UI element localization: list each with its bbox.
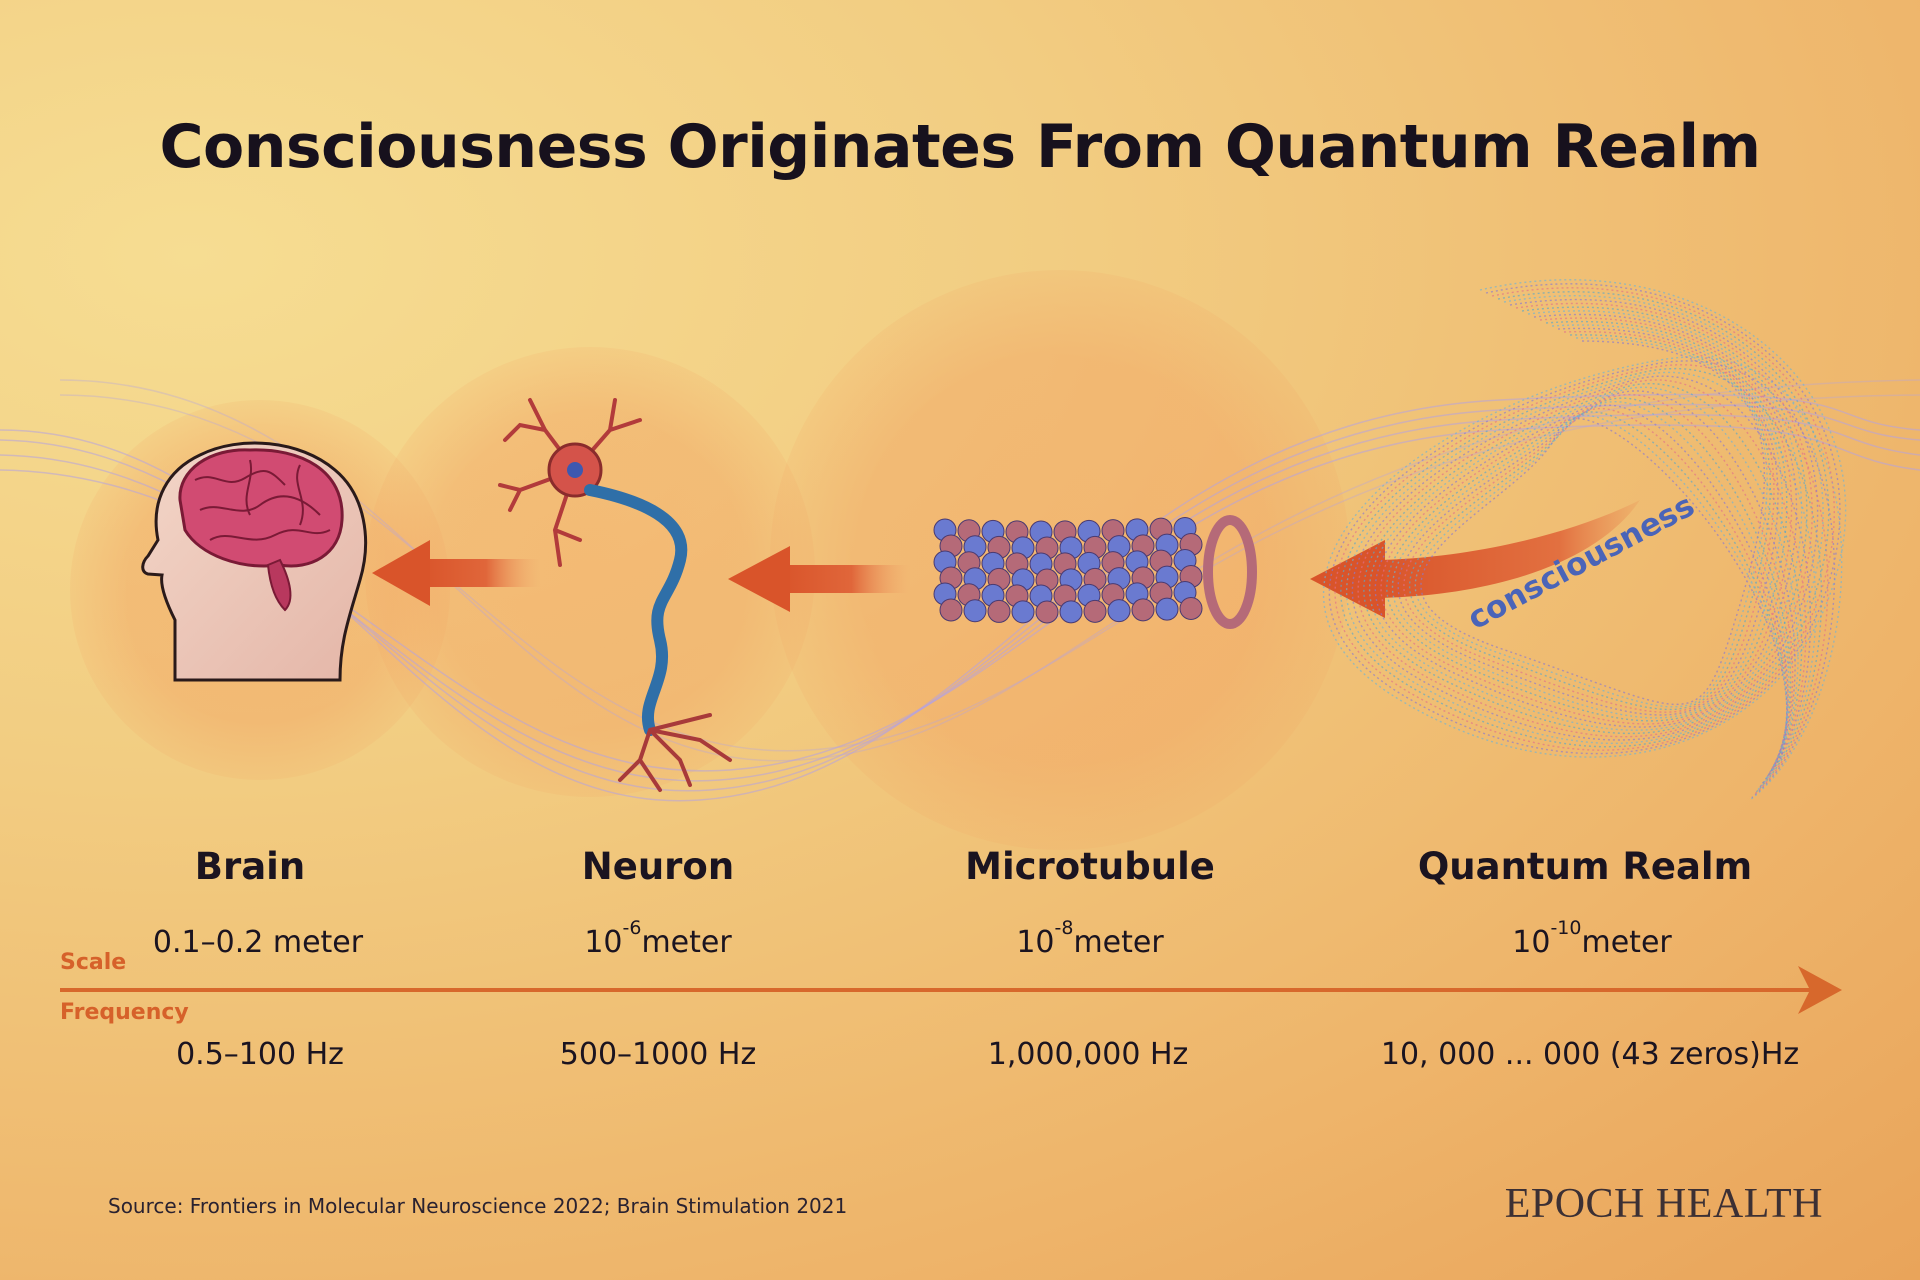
stage-microtubule-name: Microtubule	[965, 845, 1215, 888]
stage-quantum-frequency: 10, 000 ... 000 (43 zeros)Hz	[1380, 1037, 1800, 1072]
stage-microtubule-scale: 10-8meter	[1016, 917, 1164, 960]
quantum-wave-strand	[1408, 334, 1788, 765]
quantum-wave-strand	[1334, 287, 1835, 796]
stage-neuron-scale: 10-6meter	[584, 917, 732, 960]
quantum-wave-strand	[1363, 306, 1808, 784]
stage-neuron-name: Neuron	[581, 845, 735, 888]
quantum-wave-strand	[1369, 310, 1803, 782]
microtubule-bead	[1035, 600, 1059, 624]
microtubule-bead	[1179, 596, 1203, 620]
quantum-wave-strand	[1340, 291, 1830, 794]
stage-brain-scale: 0.1–0.2 meter	[152, 925, 364, 960]
stage-brain-name: Brain	[194, 845, 306, 888]
microtubule-bead	[1155, 597, 1179, 621]
quantum-wave-strand	[1386, 320, 1792, 774]
microtubule-bead	[1083, 599, 1107, 623]
neuron-glow	[365, 347, 815, 797]
arrow-neuron-to-brain	[372, 540, 540, 606]
arrow-microtubule-to-neuron	[728, 546, 910, 612]
brain-head-icon	[141, 441, 368, 682]
quantum-wave-strand	[1323, 279, 1847, 801]
microtubule-icon	[933, 515, 1257, 629]
source-note: Source: Frontiers in Molecular Neuroscie…	[108, 1194, 848, 1218]
page-title: Consciousness Originates From Quantum Re…	[159, 112, 1761, 182]
neuron-icon	[498, 398, 732, 792]
frequency-axis-label: Frequency	[60, 1000, 189, 1025]
microtubule-bead	[1107, 599, 1131, 623]
microtubule-bead	[939, 598, 963, 622]
scale-axis-label: Scale	[60, 950, 127, 975]
microtubule-bead	[1059, 600, 1083, 624]
quantum-wave-strand	[1391, 324, 1790, 772]
microtubule-bead	[987, 599, 1011, 623]
stage-microtubule-frequency: 1,000,000 Hz	[987, 1037, 1189, 1072]
stage-brain-frequency: 0.5–100 Hz	[176, 1037, 344, 1072]
quantum-wave-strand	[1357, 302, 1813, 787]
scale-frequency-axis	[60, 966, 1842, 1014]
quantum-wave-strand	[1420, 340, 1788, 760]
quantum-wave-strand	[1403, 331, 1788, 767]
brand-logo: EPOCH HEALTH	[1504, 1181, 1823, 1227]
quantum-wave-strand	[1414, 337, 1788, 762]
quantum-wave-strand	[1328, 283, 1841, 799]
quantum-wave-icon	[1323, 279, 1847, 801]
microtubule-bead	[963, 599, 987, 623]
stage-quantum-name: Quantum Realm	[1417, 845, 1753, 888]
microtubule-bead	[1011, 600, 1035, 624]
stage-neuron-frequency: 500–1000 Hz	[559, 1037, 757, 1072]
stage-quantum-scale: 10-10meter	[1512, 917, 1672, 960]
microtubule-bead	[1131, 598, 1155, 622]
quantum-wave-strand	[1351, 299, 1819, 789]
microtubule-end-ring	[1203, 515, 1257, 629]
quantum-wave-strand	[1374, 313, 1798, 779]
